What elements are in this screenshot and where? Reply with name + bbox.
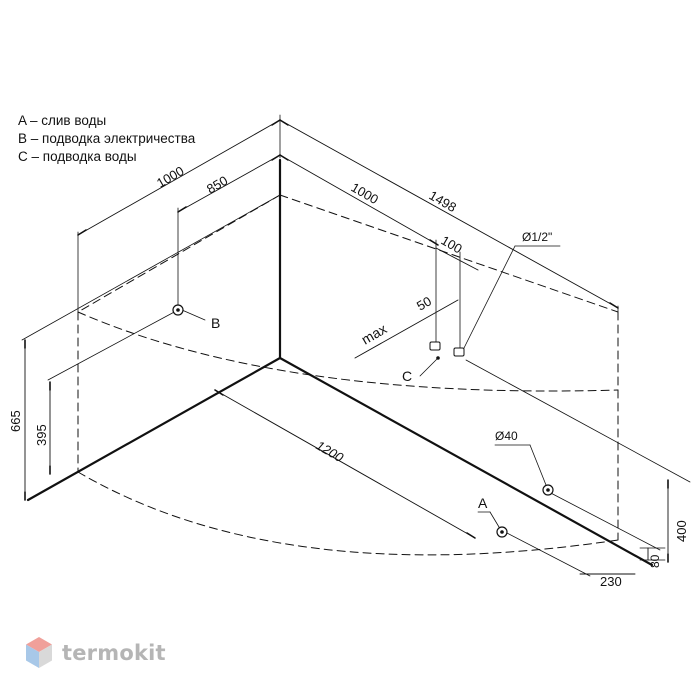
label-a: A bbox=[478, 495, 488, 511]
brand-logo: termokit bbox=[24, 636, 166, 670]
dim-thread: Ø1/2" bbox=[522, 230, 552, 244]
legend-item-c: C – подводка воды bbox=[18, 149, 137, 164]
left-floor-edge bbox=[26, 356, 282, 502]
legend: A – слив воды B – подводка электричества… bbox=[18, 112, 195, 166]
right-floor-edge bbox=[278, 356, 654, 567]
hexagon-cube-icon bbox=[26, 637, 52, 668]
dim-100: 100 bbox=[439, 233, 465, 257]
dim-1000-left: 1000 bbox=[154, 163, 187, 190]
extension-lines bbox=[21, 114, 691, 577]
bath-contour-dashed bbox=[77, 194, 619, 556]
dim-50: 50 bbox=[414, 293, 434, 313]
dim-80: 80 bbox=[648, 554, 662, 568]
logo-text: termokit bbox=[62, 641, 166, 665]
water-inlet-fittings-icon bbox=[429, 341, 465, 360]
dim-1200: 1200 bbox=[314, 438, 347, 466]
dim-drain-diameter: Ø40 bbox=[495, 429, 518, 443]
dim-max: max bbox=[359, 321, 390, 348]
dimension-ticks bbox=[24, 119, 669, 563]
dim-230: 230 bbox=[600, 574, 622, 589]
dim-665: 665 bbox=[8, 410, 23, 432]
legend-item-b: B – подводка электричества bbox=[18, 131, 196, 146]
overflow-drain-icon bbox=[542, 484, 554, 496]
legend-item-a: A – слив воды bbox=[18, 113, 107, 128]
label-b: B bbox=[211, 315, 220, 331]
label-c: C bbox=[402, 368, 412, 384]
dimension-lines bbox=[24, 119, 669, 575]
leader-lines bbox=[181, 245, 561, 533]
point-a-drain-icon bbox=[496, 526, 508, 538]
dim-850: 850 bbox=[204, 173, 230, 197]
point-b-socket-icon bbox=[172, 304, 184, 316]
dim-395: 395 bbox=[34, 424, 49, 446]
dim-400: 400 bbox=[674, 520, 689, 542]
